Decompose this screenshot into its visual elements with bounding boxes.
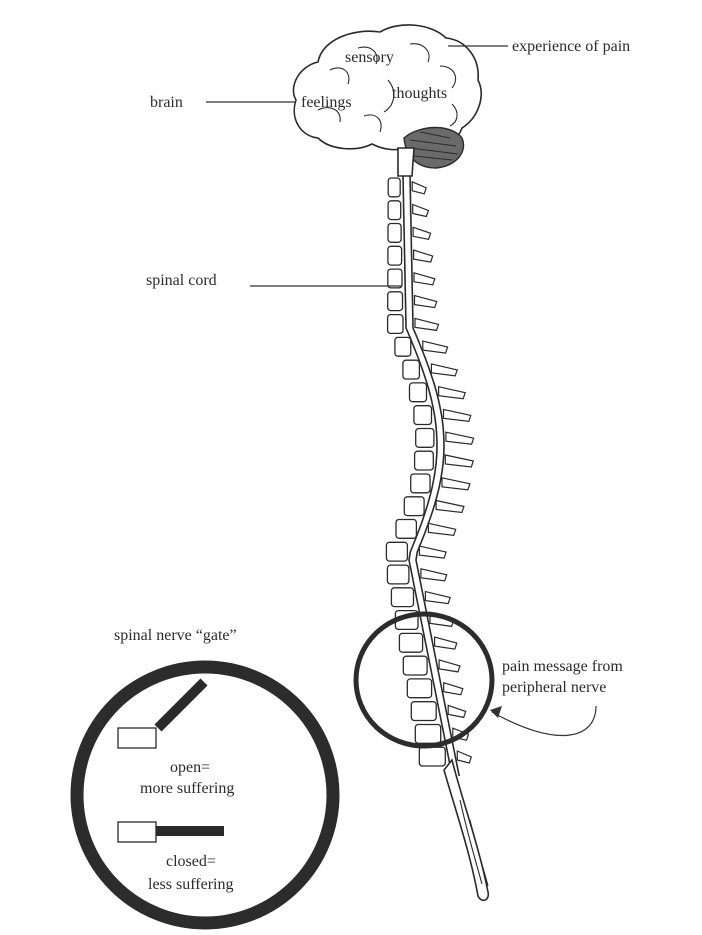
label-sensory: sensory	[345, 49, 394, 66]
vertebra-body	[411, 702, 436, 721]
vertebra-process	[435, 637, 457, 649]
vertebra-process	[428, 523, 455, 535]
vertebra-body	[388, 246, 402, 265]
vertebra-body	[391, 588, 413, 607]
label-pain-message-1: pain message from	[502, 658, 623, 675]
vertebra-process	[419, 546, 446, 558]
vertebra-body	[403, 656, 427, 675]
label-more-suffering: more suffering	[140, 780, 234, 797]
label-thoughts: thoughts	[392, 85, 447, 102]
vertebra-process	[414, 273, 435, 285]
sacrum-tail	[444, 760, 488, 900]
vertebra-process	[436, 501, 464, 513]
vertebra-process	[431, 364, 457, 376]
vertebra-body	[388, 292, 403, 311]
vertebra-process	[425, 592, 450, 604]
vertebra-body	[410, 383, 427, 402]
vertebra-process	[457, 751, 471, 763]
vertebra-body	[388, 224, 401, 243]
vertebra-body	[411, 474, 430, 493]
vertebra-process	[444, 683, 463, 695]
vertebra-body	[386, 542, 407, 561]
closed-gate-box	[118, 822, 156, 842]
label-experience-of-pain: experience of pain	[512, 38, 630, 55]
vertebra-body	[388, 201, 401, 220]
label-brain: brain	[150, 94, 183, 111]
vertebra-body	[388, 269, 402, 288]
vertebra-body	[414, 406, 432, 425]
vertebra-process	[439, 387, 466, 399]
vertebra-process	[448, 705, 466, 717]
vertebra-process	[413, 205, 429, 217]
closed-gate-bar	[156, 826, 224, 836]
vertebra-body	[415, 451, 434, 470]
vertebra-process	[412, 182, 426, 194]
vertebra-body	[387, 565, 409, 584]
vertebra-process	[446, 432, 474, 444]
label-less-suffering: less suffering	[148, 876, 233, 893]
vertebra-process	[414, 250, 433, 262]
vertebra-process	[439, 660, 460, 672]
vertebra-body	[407, 679, 431, 698]
pain-arrow-curve	[492, 706, 596, 736]
vertebra-process	[415, 296, 437, 308]
vertebra-process	[445, 455, 473, 467]
open-gate-bar	[158, 682, 204, 728]
vertebra-process	[413, 227, 431, 239]
vertebra-body	[396, 520, 416, 539]
vertebra-process	[442, 478, 470, 490]
brain-stem	[398, 148, 414, 176]
label-gate-title: spinal nerve “gate”	[114, 627, 237, 644]
vertebra-process	[423, 341, 448, 353]
label-closed: closed=	[166, 853, 216, 870]
vertebra-body	[399, 633, 422, 652]
vertebrae	[386, 178, 473, 766]
label-open: open=	[170, 759, 210, 776]
vertebra-body	[388, 315, 403, 334]
vertebra-body	[415, 725, 440, 744]
vertebra-process	[415, 318, 439, 330]
vertebra-body	[388, 178, 400, 197]
vertebra-body	[395, 337, 411, 356]
vertebra-body	[404, 497, 424, 516]
label-spinal-cord: spinal cord	[146, 272, 217, 289]
label-pain-message-2: peripheral nerve	[502, 679, 606, 696]
open-gate-box	[118, 728, 156, 748]
vertebra-process	[421, 569, 447, 581]
vertebra-process	[444, 409, 471, 421]
vertebra-body	[416, 429, 434, 448]
label-feelings: feelings	[301, 94, 352, 111]
vertebra-body	[419, 747, 445, 766]
vertebra-body	[403, 360, 420, 379]
